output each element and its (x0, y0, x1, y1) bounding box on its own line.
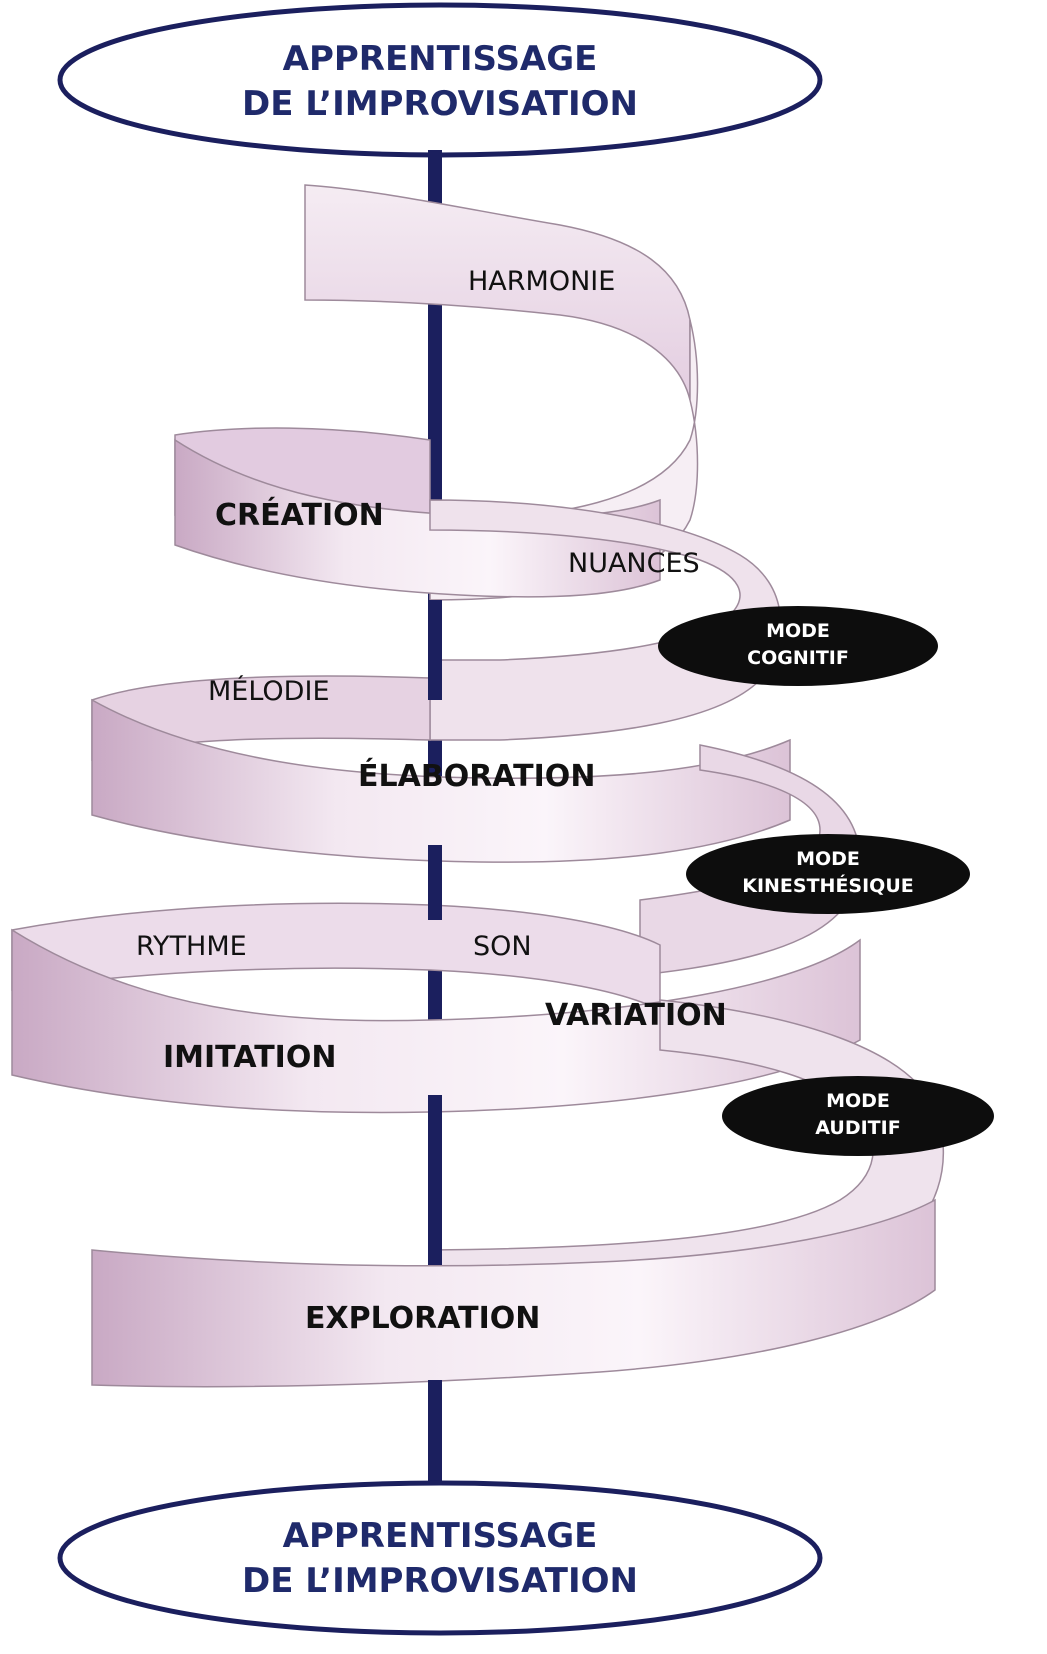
ribbon-imitation-front (11, 928, 861, 1114)
title-top: APPRENTISSAGE DE L’IMPROVISATION (57, 2, 823, 158)
title-top-line1: APPRENTISSAGE (283, 39, 598, 79)
mode-auditif-line2: AUDITIF (815, 1117, 900, 1139)
stage-variation: VARIATION (545, 998, 727, 1033)
mode-auditif: MODE AUDITIF (722, 1076, 994, 1156)
mode-kinesthesique-line2: KINESTHÉSIQUE (742, 874, 914, 897)
ribbon-nuances (429, 499, 782, 741)
mode-cognitif: MODE COGNITIF (658, 606, 938, 686)
element-melodie: MÉLODIE (208, 675, 330, 707)
title-bottom-ellipse (57, 1480, 823, 1636)
element-harmonie: HARMONIE (468, 266, 615, 297)
mode-auditif-line1: MODE (826, 1090, 890, 1112)
axis-segment-4 (428, 1380, 442, 1490)
title-bottom-line1: APPRENTISSAGE (283, 1516, 598, 1556)
element-son: SON (473, 931, 532, 962)
stage-exploration: EXPLORATION (305, 1301, 540, 1336)
stage-imitation: IMITATION (163, 1040, 336, 1075)
element-nuances: NUANCES (568, 548, 700, 579)
mode-auditif-pill (722, 1076, 994, 1156)
mode-cognitif-pill (658, 606, 938, 686)
title-top-line2: DE L’IMPROVISATION (242, 84, 638, 124)
mode-kinesthesique-pill (686, 834, 970, 914)
stage-elaboration: ÉLABORATION (358, 758, 595, 794)
mode-cognitif-line1: MODE (766, 620, 830, 642)
stage-creation: CRÉATION (215, 497, 384, 533)
axis-segment-1 (428, 600, 442, 700)
axis-segment-3 (428, 1095, 442, 1265)
title-bottom: APPRENTISSAGE DE L’IMPROVISATION (57, 1480, 823, 1636)
ribbon-right-mid (639, 744, 861, 976)
mode-kinesthesique: MODE KINESTHÉSIQUE (686, 834, 970, 914)
title-bottom-line2: DE L’IMPROVISATION (242, 1561, 638, 1601)
mode-cognitif-line2: COGNITIF (747, 647, 849, 669)
title-top-ellipse (57, 2, 823, 158)
axis-segment-2 (428, 845, 442, 920)
ribbon-exploration (91, 1198, 936, 1388)
mode-kinesthesique-line1: MODE (796, 848, 860, 870)
ribbon-creation-front (174, 438, 661, 598)
element-rythme: RYTHME (136, 931, 247, 962)
